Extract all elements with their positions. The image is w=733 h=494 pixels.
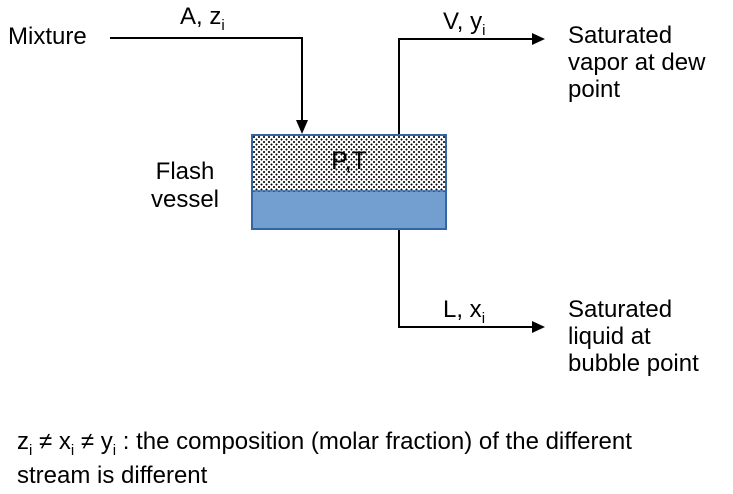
liquid-stream-subscript: i: [481, 310, 486, 327]
vapor-arrow-right-icon: [532, 33, 545, 45]
vessel-liquid-space: [253, 192, 445, 228]
liquid-stream-symbol: L, x: [443, 296, 482, 323]
footnote-neq-x: ≠ x: [32, 428, 71, 455]
liquid-outlet-line3: bubble point: [568, 350, 699, 377]
liquid-stream-line: [398, 230, 545, 333]
vapor-outlet-line2: vapor at dew: [568, 49, 706, 76]
vapor-stream-subscript: i: [482, 22, 486, 39]
flash-vessel-label: Flash vessel: [133, 158, 237, 214]
footnote-x-subscript: i: [70, 442, 75, 459]
footnote-y-subscript: i: [112, 442, 117, 459]
vessel-vapor-space: [253, 136, 445, 192]
vapor-stream-symbol: V, y: [443, 8, 483, 35]
flash-vessel-shape: P,T: [251, 134, 447, 230]
vapor-outlet-line1: Saturated: [568, 22, 673, 49]
pressure-temperature-label: P,T: [331, 147, 367, 175]
vapor-stream-label: V, yi: [443, 8, 485, 38]
footnote-explanation: : the composition (molar fraction) of th…: [116, 428, 632, 455]
footnote-neq-y: ≠ y: [74, 428, 113, 455]
flash-vessel-label-line2: vessel: [150, 186, 220, 213]
flash-vessel-label-line1: Flash: [155, 158, 215, 185]
liquid-arrow-right-icon: [532, 321, 545, 333]
liquid-stream-label: L, xi: [443, 296, 485, 326]
footnote-z-subscript: i: [29, 442, 33, 459]
feed-arrow-down-icon: [296, 120, 308, 134]
footnote-z: z: [17, 428, 29, 455]
vapor-stream-line: [398, 33, 545, 134]
footnote-line2: stream is different: [17, 462, 208, 489]
liquid-outlet-line2: liquid at: [568, 323, 651, 350]
liquid-outlet-line1: Saturated: [568, 296, 673, 323]
composition-footnote: zi ≠ xi ≠ yi : the composition (molar fr…: [17, 426, 632, 491]
vapor-outlet-description: Saturated vapor at dew point: [568, 22, 705, 103]
liquid-outlet-description: Saturated liquid at bubble point: [568, 296, 699, 377]
feed-stream-symbol: A, z: [180, 3, 222, 30]
feed-stream-subscript: i: [221, 17, 225, 34]
feed-stream-line: [110, 37, 308, 134]
footnote-line1: zi ≠ xi ≠ yi : the composition (molar fr…: [17, 426, 632, 460]
mixture-label: Mixture: [8, 23, 87, 50]
feed-stream-label: A, zi: [180, 3, 225, 33]
vapor-outlet-line3: point: [568, 76, 621, 103]
